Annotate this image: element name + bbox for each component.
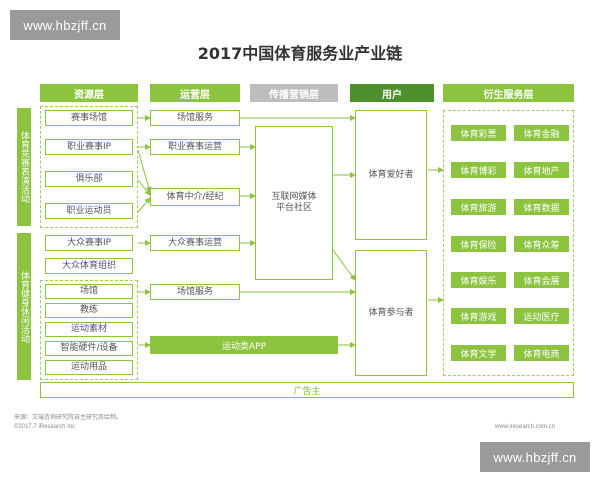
resource-item: 赛事场馆 — [45, 110, 133, 126]
resource-item: 运动素材 — [45, 322, 133, 337]
watermark-bottom: www.hbzjff.cn — [480, 442, 590, 472]
derivative-tile: 体育会展 — [514, 272, 569, 288]
sports-agent: 体育中介/经纪 — [150, 188, 240, 206]
derivative-tile: 体育保险 — [451, 236, 506, 252]
watermark-top: www.hbzjff.cn — [10, 10, 120, 40]
sports-participants: 体育参与者 — [355, 250, 427, 376]
arrow-ip-agent — [137, 149, 152, 193]
venue-service-bottom: 场馆服务 — [150, 284, 240, 300]
website: www.iresearch.com.cn — [495, 424, 556, 430]
header-user-layer: 用户 — [350, 84, 434, 102]
header-resource-layer: 资源层 — [40, 84, 138, 102]
derivative-tile: 体育众筹 — [514, 236, 569, 252]
resource-item: 大众赛事IP — [45, 235, 133, 251]
advertiser-bar: 广告主 — [40, 382, 574, 398]
derivative-tile: 体育数据 — [514, 199, 569, 215]
derivative-tile: 运动医疗 — [514, 308, 569, 324]
pro-event-operations: 职业赛事运营 — [150, 139, 240, 155]
resource-item: 俱乐部 — [45, 171, 133, 187]
resource-fitness-group — [40, 280, 138, 380]
derivative-tile: 体育电商 — [514, 345, 569, 361]
derivative-tile: 体育文学 — [451, 345, 506, 361]
resource-item: 智能硬件/设备 — [45, 341, 133, 356]
venue-service-top: 场馆服务 — [150, 110, 240, 126]
resource-item: 大众体育组织 — [45, 258, 133, 274]
header-media-layer: 传播营销层 — [250, 84, 338, 102]
copyright: ©2017.7 iResearch Inc — [14, 424, 76, 430]
header-operation-layer: 运营层 — [150, 84, 240, 102]
sports-app: 运动类APP — [150, 336, 338, 354]
derivative-tile: 体育旅游 — [451, 199, 506, 215]
arrow-athlete-agent — [137, 197, 151, 213]
side-label-fitness: 体育健身休闲活动 — [17, 233, 31, 380]
resource-item: 职业赛事IP — [45, 139, 133, 155]
resource-competitive-group — [40, 106, 138, 228]
derivative-tile: 体育娱乐 — [451, 272, 506, 288]
resource-item: 场馆 — [45, 284, 133, 299]
resource-item: 运动用品 — [45, 360, 133, 375]
source-note: 来源：艾瑞咨询研究院自主研究及绘制。 — [14, 415, 123, 421]
derivative-tile: 体育金融 — [514, 125, 569, 141]
header-derivative-layer: 衍生服务层 — [443, 84, 574, 102]
diagram-title: 2017中国体育服务业产业链 — [197, 44, 403, 63]
resource-item: 教练 — [45, 303, 133, 318]
derivative-tile: 体育游戏 — [451, 308, 506, 324]
derivative-tile: 体育彩票 — [451, 125, 506, 141]
derivative-tile: 体育博彩 — [451, 162, 506, 178]
arrow-media-participants — [332, 249, 356, 281]
sports-fans: 体育爱好者 — [355, 110, 427, 240]
internet-media-platform: 互联网媒体 平台社区 — [255, 126, 333, 280]
resource-item: 职业运动员 — [45, 203, 133, 219]
derivative-group — [443, 110, 574, 376]
mass-event-operations: 大众赛事运营 — [150, 235, 240, 251]
derivative-tile: 体育地产 — [514, 162, 569, 178]
side-label-competitive: 体育竞赛表演活动 — [17, 108, 31, 226]
